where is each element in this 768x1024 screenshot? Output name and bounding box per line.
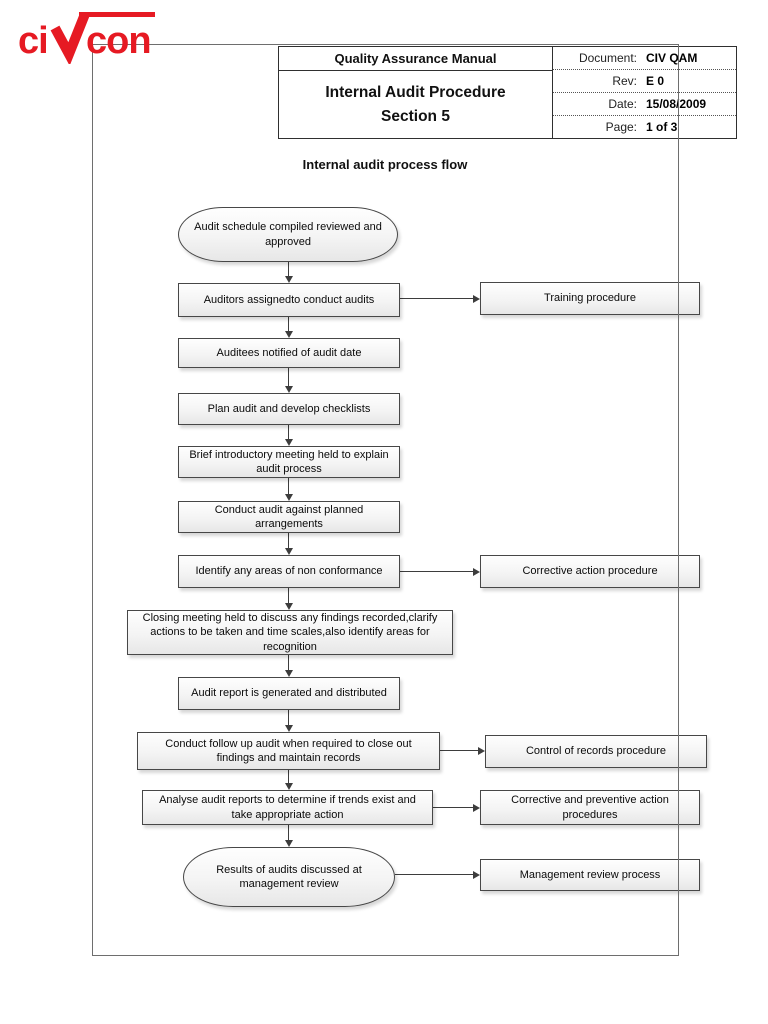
rev-label: Rev: — [612, 74, 637, 88]
date-label: Date: — [608, 97, 637, 111]
flow-node-conduct-audit: Conduct audit against planned arrangemen… — [178, 501, 400, 533]
logo-text-con: con — [86, 20, 151, 62]
flow-node-intro-meeting: Brief introductory meeting held to expla… — [178, 446, 400, 478]
ref-node-corrective-preventive-procedures: Corrective and preventive action procedu… — [480, 790, 700, 825]
section-label: Section 5 — [381, 107, 450, 125]
flow-arrow-down-11 — [284, 825, 293, 847]
document-value: CIV QAM — [646, 51, 698, 65]
flow-arrow-down-3 — [284, 368, 293, 393]
civcon-logo: ci con — [18, 12, 155, 64]
logo-check-icon — [50, 12, 90, 64]
flow-arrow-down-8 — [284, 655, 293, 677]
header-field-document: Document: CIV QAM — [553, 47, 736, 70]
page-label: Page: — [605, 120, 637, 134]
header-fields-column: Document: CIV QAM Rev: E 0 Date: 15/08/2… — [553, 47, 736, 138]
manual-title: Quality Assurance Manual — [279, 47, 552, 71]
flow-arrow-down-1 — [284, 262, 293, 283]
flow-node-results-discussed: Results of audits discussed at managemen… — [183, 847, 395, 907]
ref-node-control-of-records-procedure: Control of records procedure — [485, 735, 707, 768]
rev-value: E 0 — [646, 74, 665, 88]
flow-node-follow-up-audit: Conduct follow up audit when required to… — [137, 732, 440, 770]
header-field-rev: Rev: E 0 — [553, 70, 736, 93]
logo-text-ci: ci — [18, 20, 48, 62]
flow-node-analyse-reports: Analyse audit reports to determine if tr… — [142, 790, 433, 825]
document-label: Document: — [578, 51, 637, 65]
flow-arrow-right-preventive — [433, 803, 480, 812]
flow-node-closing-meeting: Closing meeting held to discuss any find… — [127, 610, 453, 655]
document-header-table: Quality Assurance Manual Internal Audit … — [278, 46, 737, 139]
flow-arrow-down-10 — [284, 770, 293, 790]
diagram-title: Internal audit process flow — [302, 157, 468, 172]
header-field-page: Page: 1 of 3 — [553, 116, 736, 138]
date-value: 15/08/2009 — [646, 97, 707, 111]
flow-arrow-down-9 — [284, 710, 293, 732]
flow-node-plan-audit: Plan audit and develop checklists — [178, 393, 400, 425]
flow-arrow-down-6 — [284, 533, 293, 555]
flow-arrow-right-corrective — [400, 567, 480, 576]
flow-arrow-down-2 — [284, 317, 293, 338]
ref-node-training-procedure: Training procedure — [480, 282, 700, 315]
ref-node-management-review-process: Management review process — [480, 859, 700, 891]
flow-node-auditees-notified: Auditees notified of audit date — [178, 338, 400, 368]
flow-node-audit-schedule: Audit schedule compiled reviewed and app… — [178, 207, 398, 262]
flow-arrow-right-management — [395, 870, 480, 879]
flow-arrow-down-4 — [284, 425, 293, 446]
page-value: 1 of 3 — [646, 120, 678, 134]
flow-arrow-down-7 — [284, 588, 293, 610]
header-field-date: Date: 15/08/2009 — [553, 93, 736, 116]
procedure-title-cell: Internal Audit Procedure Section 5 — [279, 71, 552, 138]
flow-arrow-down-5 — [284, 478, 293, 501]
flow-node-identify-nonconformance: Identify any areas of non conformance — [178, 555, 400, 588]
logo-overbar — [79, 12, 155, 17]
flow-node-audit-report: Audit report is generated and distribute… — [178, 677, 400, 710]
ref-node-corrective-action-procedure: Corrective action procedure — [480, 555, 700, 588]
flow-arrow-right-training — [400, 294, 480, 303]
flow-node-auditors-assigned: Auditors assignedto conduct audits — [178, 283, 400, 317]
procedure-title: Internal Audit Procedure — [325, 84, 506, 102]
flow-arrow-right-records — [440, 746, 485, 755]
header-left-column: Quality Assurance Manual Internal Audit … — [279, 47, 553, 138]
